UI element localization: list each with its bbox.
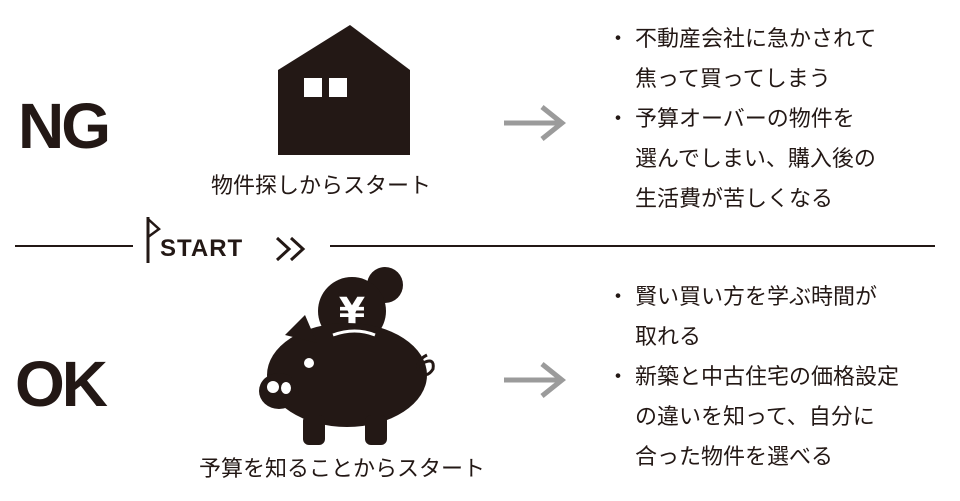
- divider-line-left: [15, 245, 133, 247]
- start-badge: START: [145, 215, 320, 265]
- house-icon: [278, 25, 410, 155]
- ok-label: OK: [15, 348, 108, 420]
- flag-icon: [146, 217, 161, 263]
- ok-bullet-item: 賢い買い方を学ぶ時間が 取れる: [607, 278, 954, 358]
- ok-caption: 予算を知ることからスタート: [199, 457, 486, 482]
- divider-line-right: [330, 245, 935, 247]
- ng-bullet-item: 予算オーバーの物件を 選んでしまい、購入後の 生活費が苦しくなる: [607, 100, 949, 220]
- double-chevron-right-icon: [275, 236, 306, 262]
- start-label: START: [160, 235, 244, 262]
- ng-bullet-list: 不動産会社に急かされて 焦って買ってしまう 予算オーバーの物件を 選んでしまい、…: [607, 20, 949, 220]
- ng-caption: 物件探しからスタート: [211, 174, 432, 199]
- ng-label: NG: [18, 90, 111, 162]
- right-arrow-icon: [504, 105, 567, 141]
- right-arrow-icon: [504, 362, 567, 398]
- ok-bullet-list: 賢い買い方を学ぶ時間が 取れる 新築と中古住宅の価格設定 の違いを知って、自分に…: [607, 278, 954, 478]
- ok-bullet-item: 新築と中古住宅の価格設定 の違いを知って、自分に 合った物件を選べる: [607, 358, 954, 478]
- piggy-bank-icon: ¥: [259, 267, 435, 445]
- ng-bullet-item: 不動産会社に急かされて 焦って買ってしまう: [607, 20, 949, 100]
